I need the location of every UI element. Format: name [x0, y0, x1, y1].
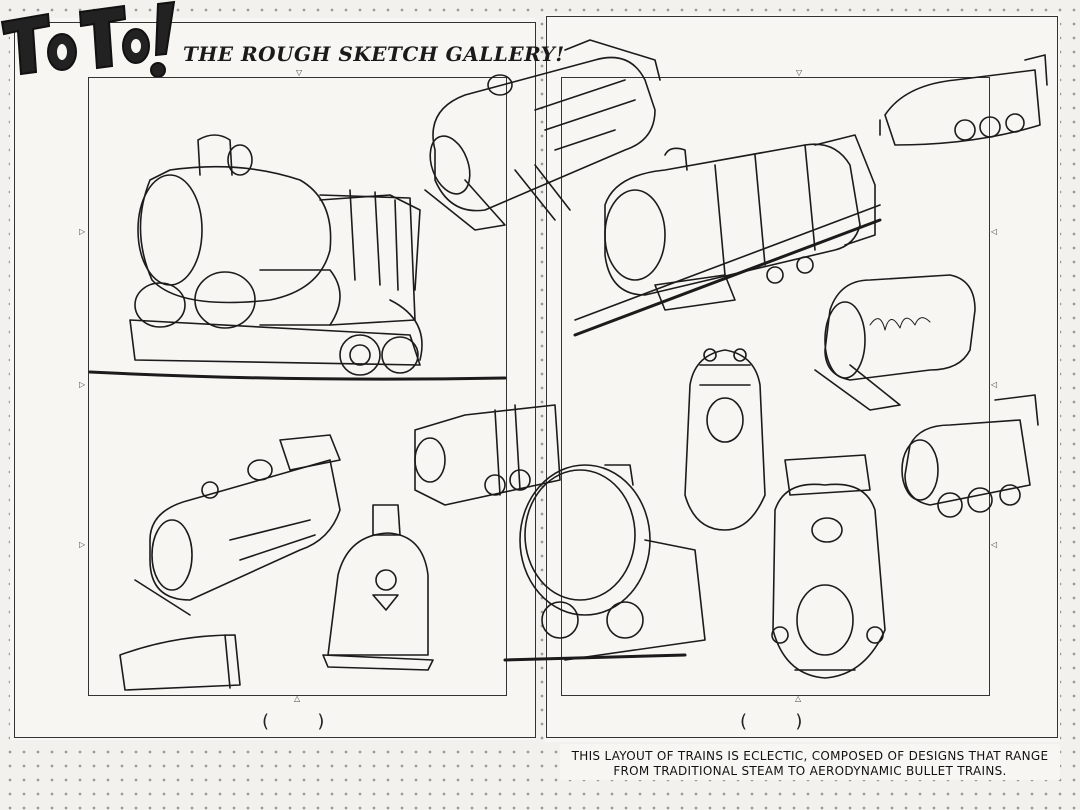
- right-panel-frame: [561, 77, 990, 696]
- caption-paper: [560, 744, 1060, 780]
- sketch-tank-locomotive-small: [901, 394, 1039, 518]
- caption: THIS LAYOUT OF TRAINS IS ECLECTIC, COMPO…: [560, 749, 1060, 779]
- caption-line-2: FROM TRADITIONAL STEAM TO AERODYNAMIC BU…: [613, 764, 1007, 778]
- caption-line-1: THIS LAYOUT OF TRAINS IS ECLECTIC, COMPO…: [571, 749, 1049, 763]
- sketch-streamliner-front: [771, 454, 886, 679]
- sketch-locomotive-tilted-top: [424, 39, 661, 231]
- sketch-locomotive-mid-left: [134, 434, 341, 616]
- left-panel-frame: [88, 77, 507, 696]
- tick-mark: ▷: [79, 540, 86, 549]
- sketch-locomotive-front-view: [322, 504, 434, 671]
- tick-mark: ▷: [79, 380, 86, 389]
- sketch-train-top-down: [684, 348, 766, 531]
- sketch-tank-car-right: [814, 274, 976, 411]
- tick-mark: ◁: [991, 227, 998, 236]
- tick-mark: ▽: [296, 68, 303, 77]
- sketch-locomotive-center-small: [414, 404, 561, 506]
- tick-mark: ▽: [796, 68, 803, 77]
- tick-mark: ◁: [991, 380, 998, 389]
- toto-logo: [0, 0, 176, 78]
- tick-mark: ◁: [991, 540, 998, 549]
- left-page-outer-frame: [14, 22, 536, 738]
- tick-mark: ▷: [79, 227, 86, 236]
- sketch-locomotive-front-large: [503, 464, 706, 662]
- tick-mark: △: [795, 694, 802, 703]
- tick-mark: △: [294, 694, 301, 703]
- right-page-outer-frame: [546, 16, 1058, 738]
- sketch-cart-bottom-left: [119, 634, 241, 691]
- left-page-number: ( ): [262, 711, 327, 732]
- page-title: THE ROUGH SKETCH GALLERY!: [183, 42, 565, 66]
- sketch-bullet-train-top-right: [573, 134, 882, 337]
- sketch-locomotive-large-left: [88, 134, 507, 381]
- sketch-streamliner-small: [879, 54, 1048, 146]
- right-page-number: ( ): [740, 711, 805, 732]
